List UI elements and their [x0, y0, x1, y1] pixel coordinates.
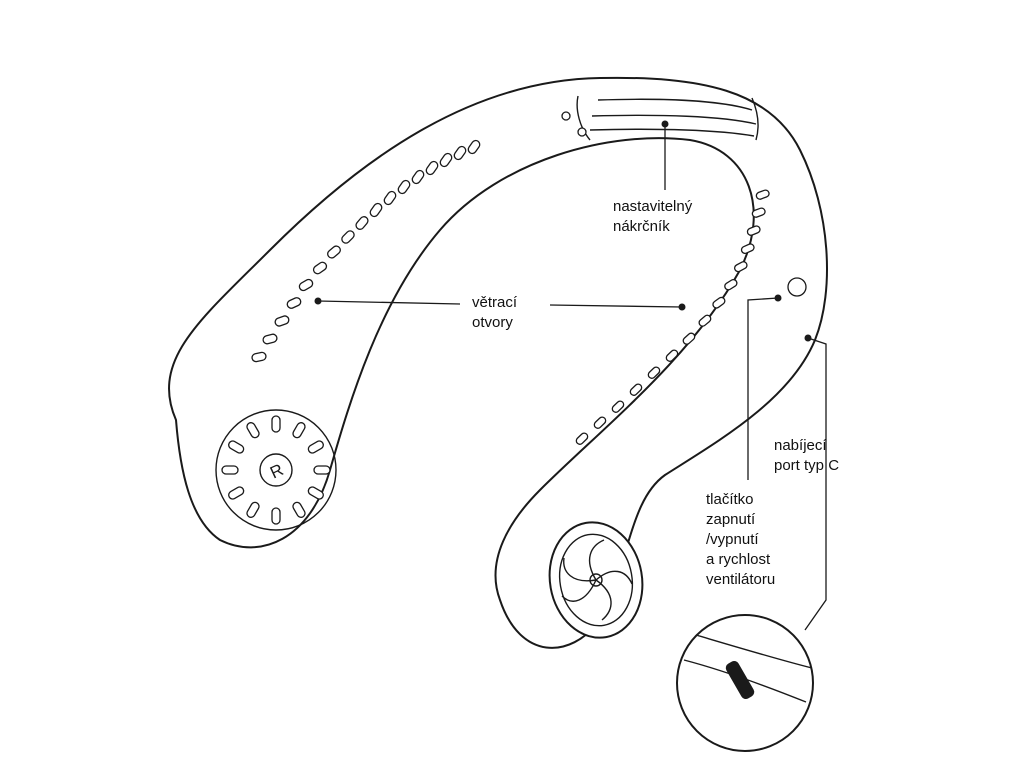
adjustable-section-edge [751, 97, 759, 141]
leader-lines [314, 120, 827, 631]
label-power-button: tlačítko zapnutí /vypnutí a rychlost ven… [706, 491, 776, 588]
left-fan-grille [215, 409, 337, 531]
adjustable-ridge-2 [591, 114, 757, 125]
screw-top [561, 111, 571, 121]
adjustable-section [576, 95, 591, 141]
screw-bottom [577, 127, 587, 137]
neckband-outline [168, 76, 828, 649]
label-neckband: nastavitelný nákrčník [613, 198, 693, 235]
label-charging-port: nabíjecí port typ C [774, 437, 840, 474]
fan-blades-icon [548, 521, 644, 639]
left-vents [251, 139, 481, 363]
adjustable-ridge-3 [589, 128, 755, 137]
right-vents [575, 189, 770, 445]
label-vents: větrací otvory [472, 294, 518, 331]
adjustable-ridge-1 [597, 98, 753, 111]
power-button-icon [787, 277, 807, 297]
usb-c-port-icon [676, 614, 814, 752]
